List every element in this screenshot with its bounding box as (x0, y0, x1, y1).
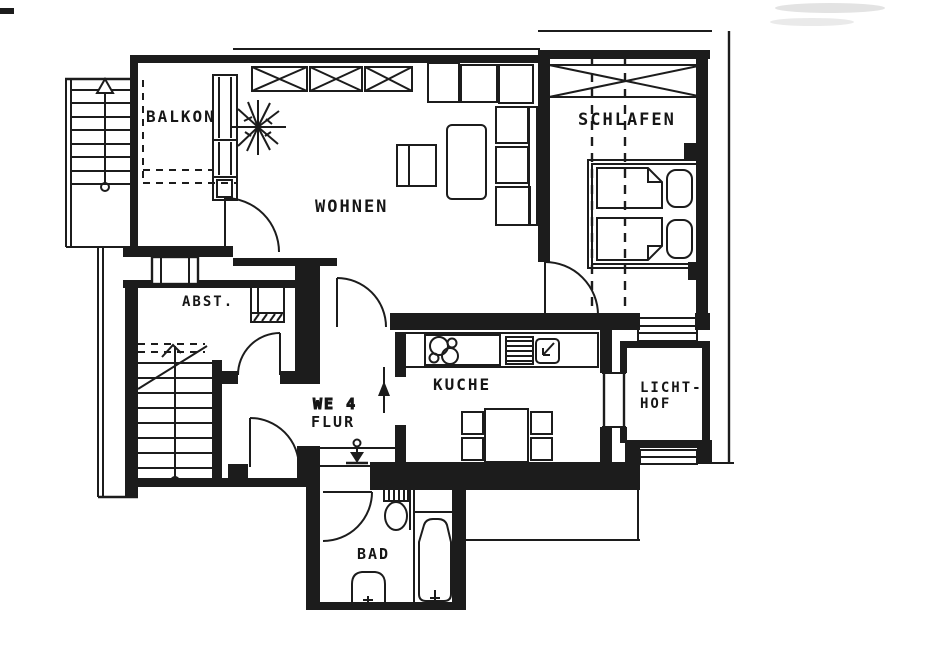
exterior-staircase (72, 76, 130, 192)
walls (123, 50, 712, 610)
scan-artifacts (0, 3, 885, 26)
stair-up-arrow-icon (95, 76, 115, 192)
room-schlafen: SCHLAFEN (548, 57, 704, 320)
room-lichthof: LICHT- HOF (602, 372, 703, 465)
pillow-icon (666, 169, 693, 208)
sideboard-icon (427, 62, 534, 104)
dining-table-icon (461, 408, 553, 463)
interior-staircase (137, 343, 222, 486)
armchair-icon (396, 144, 437, 187)
room-abst: ABST. (182, 286, 285, 323)
stair-walk-line (170, 346, 180, 486)
balkon-label: BALKON (146, 107, 216, 126)
direction-arrow-icon (378, 367, 390, 413)
chair-icon (530, 437, 553, 461)
kueche-lichthof-window-icon (602, 372, 626, 428)
couch-table-icon (446, 124, 487, 200)
bathtub-icon (413, 511, 457, 608)
chair-icon (461, 437, 484, 461)
bad-label: BAD (357, 545, 390, 563)
wohnen-window-icon (251, 66, 413, 92)
kitchen-counter (404, 332, 599, 368)
room-wohnen: WOHNEN (231, 62, 538, 226)
lichthof-north-window-icon (637, 317, 698, 342)
door-flur-to-abst (237, 332, 281, 376)
room-kueche: KUCHE (404, 332, 599, 463)
sofa-icon (495, 106, 538, 226)
kueche-label: KUCHE (433, 375, 491, 394)
chair-icon (530, 411, 553, 435)
wohnen-label: WOHNEN (315, 197, 388, 217)
entrance-marker-icon (346, 438, 368, 465)
abst-label: ABST. (182, 294, 234, 310)
stair-break-line-icon (137, 343, 208, 390)
toilet-icon (383, 487, 409, 531)
lichthof-label-line1: LICHT- (640, 380, 703, 396)
sink-icon (505, 336, 560, 365)
pillow-icon (666, 219, 693, 259)
stair-steps (138, 343, 222, 485)
room-bad: BAD (351, 487, 457, 608)
chair-icon (461, 411, 484, 435)
door-balkon-landing-to-wohnen (224, 197, 280, 253)
site-outline (65, 30, 734, 541)
balcony-door-window (212, 74, 238, 201)
double-bed-icon (587, 159, 703, 269)
door-flur-to-wohnen (336, 277, 387, 328)
schlafen-window-icon (548, 64, 704, 98)
lichthof-south-window-icon (639, 449, 698, 465)
unit-label: WE 4 (313, 395, 357, 413)
door-flur-to-bad (322, 491, 373, 542)
door-apartment-entrance (249, 417, 300, 468)
plant-icon (231, 100, 286, 155)
abst-appliance-icon (250, 286, 285, 323)
room-balkon: BALKON (142, 74, 238, 201)
door-wohnen-to-schlafen (544, 261, 599, 316)
doors (224, 197, 599, 542)
flur-label: FLUR (311, 413, 355, 431)
schlafen-label: SCHLAFEN (578, 110, 676, 130)
stair-steps (72, 89, 130, 185)
room-flur: WE 4 FLUR (311, 367, 405, 467)
washbasin-icon (351, 571, 386, 607)
lichthof-label-line2: HOF (640, 396, 671, 412)
stove-icon (424, 334, 501, 366)
